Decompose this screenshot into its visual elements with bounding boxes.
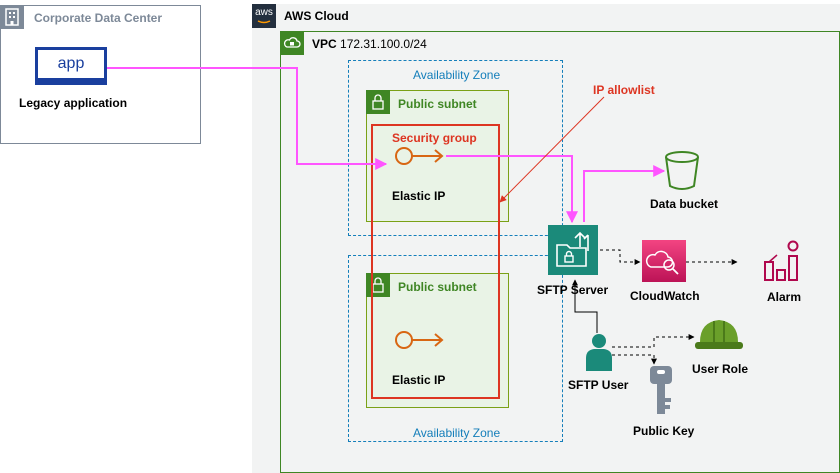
public-subnet-1-label: Public subnet <box>398 97 477 111</box>
user-icon <box>586 334 612 371</box>
subnet-lock-icon-1 <box>366 90 390 114</box>
subnet-lock-icon-2 <box>366 273 390 297</box>
alarm-label: Alarm <box>767 290 802 304</box>
availability-zone-2 <box>348 255 563 442</box>
user-role-label: User Role <box>692 362 749 376</box>
key-icon <box>650 366 672 414</box>
vpc-name: VPC <box>312 37 337 51</box>
corporate-title: Corporate Data Center <box>34 11 163 25</box>
data-bucket-label: Data bucket <box>650 197 719 211</box>
elastic-ip-1-label: Elastic IP <box>392 189 446 203</box>
ip-allowlist-label: IP allowlist <box>593 83 655 97</box>
public-key-label: Public Key <box>633 424 695 438</box>
aws-logo-icon: aws <box>252 4 276 28</box>
sftp-user-label: SFTP User <box>568 378 629 392</box>
legacy-application-label: Legacy application <box>19 96 128 110</box>
elastic-ip-2-label: Elastic IP <box>392 373 446 387</box>
security-group-label: Security group <box>392 131 477 145</box>
alarm-icon <box>764 240 799 281</box>
elastic-ip-icon-2 <box>395 331 444 349</box>
s3-bucket-icon <box>665 151 699 190</box>
availability-zone-2-label: Availability Zone <box>413 426 501 440</box>
app-badge: app <box>57 55 85 72</box>
availability-zone-1-label: Availability Zone <box>413 68 501 82</box>
aws-cloud-title: AWS Cloud <box>284 9 349 23</box>
public-subnet-2-label: Public subnet <box>398 280 477 294</box>
vpc-cidr: 172.31.100.0/24 <box>340 37 427 51</box>
aws-logo-text: aws <box>255 7 273 18</box>
hard-hat-icon <box>695 320 743 349</box>
vpc-cloud-icon <box>280 31 304 55</box>
vpc-label: VPC 172.31.100.0/24 <box>312 37 427 51</box>
building-icon <box>0 5 24 29</box>
sftp-server-icon <box>548 225 598 275</box>
elastic-ip-icon-1 <box>395 147 444 165</box>
sftp-server-label: SFTP Server <box>537 283 609 297</box>
app-window-icon: app <box>35 47 107 85</box>
security-group <box>371 124 500 399</box>
cloudwatch-icon <box>642 240 686 282</box>
cloudwatch-label: CloudWatch <box>630 289 700 303</box>
